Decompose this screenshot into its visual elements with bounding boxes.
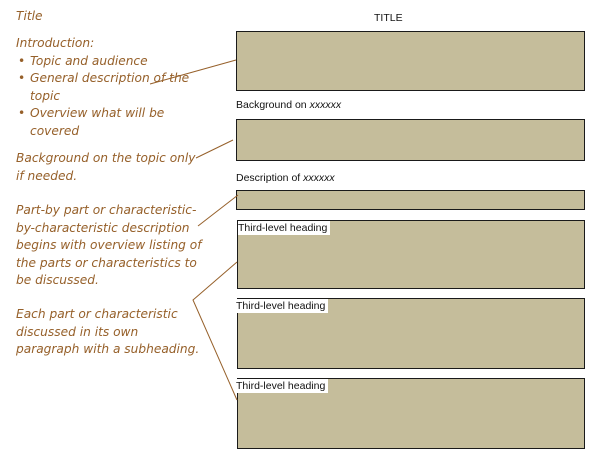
part-heading-3: Third-level heading xyxy=(236,379,329,393)
description-label: Description of xxxxxx xyxy=(236,171,335,185)
note-introduction: Introduction: Topic and audience General… xyxy=(16,35,191,141)
connector-background xyxy=(195,139,234,159)
note-title: Title xyxy=(16,9,43,23)
background-label: Background on xxxxxx xyxy=(236,98,342,112)
connector-parts xyxy=(192,261,238,401)
note-description: Part-by part or characteristic-by-charac… xyxy=(16,203,202,288)
background-label-var: xxxxxx xyxy=(309,99,342,111)
layout-title: TITLE xyxy=(374,12,403,24)
intro-item-topic: Topic and audience xyxy=(16,53,191,71)
background-label-text: Background on xyxy=(236,99,310,111)
intro-heading: Introduction: xyxy=(16,36,95,50)
note-parts: Each part or characteristic discussed in… xyxy=(16,307,200,357)
intro-item-description: General description of the topic xyxy=(16,70,191,105)
description-label-text: Description of xyxy=(236,172,304,184)
intro-box xyxy=(236,31,585,91)
part-heading-1: Third-level heading xyxy=(238,221,331,235)
connector-intro xyxy=(149,59,237,85)
description-label-var: xxxxxx xyxy=(303,172,335,184)
description-box xyxy=(236,190,585,210)
intro-item-overview: Overview what will be covered xyxy=(16,105,191,140)
connector-description xyxy=(197,194,239,227)
intro-list: Topic and audience General description o… xyxy=(16,53,191,141)
note-background: Background on the topic only if needed. xyxy=(16,151,196,183)
part-heading-2: Third-level heading xyxy=(236,299,329,313)
background-box xyxy=(236,119,585,161)
